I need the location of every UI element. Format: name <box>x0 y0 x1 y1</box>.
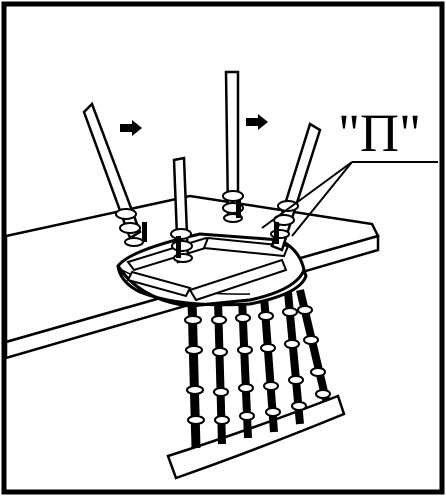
callout-label: "П" <box>338 103 422 163</box>
arrow-icon-right <box>246 114 268 130</box>
spindle-tops <box>142 200 279 258</box>
arrow-icon-left <box>120 120 142 136</box>
callout-leaders <box>261 161 438 237</box>
spindle-rings <box>184 305 331 425</box>
